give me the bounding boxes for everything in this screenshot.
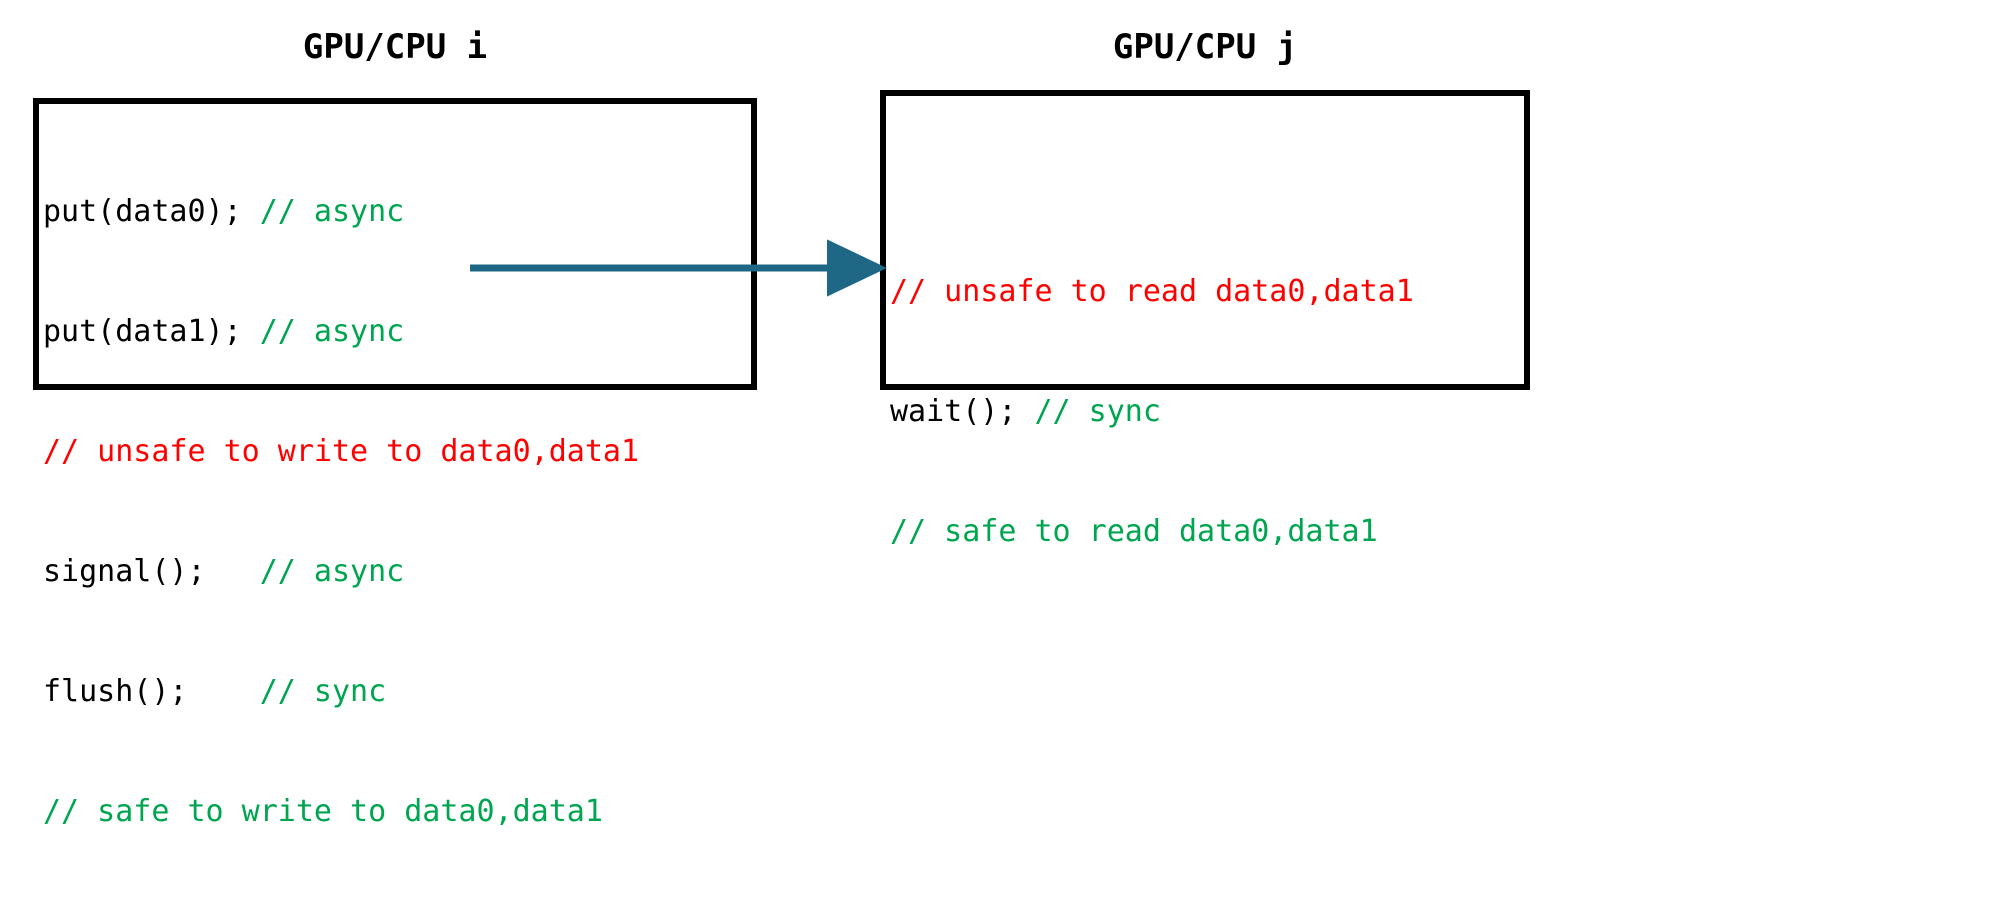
code-line: // unsafe to write to data0,data1 (43, 432, 755, 472)
code-line: wait(); // sync (890, 392, 1528, 432)
code-box-right: // unsafe to read data0,data1 wait(); //… (880, 90, 1530, 549)
comment-text: // async (241, 314, 405, 349)
code-line: put(data0); // async (43, 192, 755, 232)
code-line: // unsafe to read data0,data1 (890, 272, 1528, 312)
code-text: flush(); (43, 674, 188, 709)
code-lines-right: // unsafe to read data0,data1 wait(); //… (890, 192, 1528, 632)
code-line: signal(); // async (43, 552, 755, 592)
code-text: put(data0); (43, 194, 242, 229)
code-line: // safe to read data0,data1 (890, 512, 1528, 552)
comment-text: // async (205, 554, 405, 589)
code-text: signal(); (43, 554, 206, 589)
comment-text: // unsafe to read data0,data1 (890, 274, 1414, 309)
code-line: // safe to write to data0,data1 (43, 792, 755, 832)
code-text: put(data1); (43, 314, 242, 349)
code-line: put(data1); // async (43, 312, 755, 352)
comment-text: // unsafe to write to data0,data1 (43, 434, 640, 469)
comment-text: // safe to read data0,data1 (890, 514, 1378, 549)
code-line: flush(); // sync (43, 672, 755, 712)
comment-text: // sync (187, 674, 387, 709)
code-box-left: put(data0); // async put(data1); // asyn… (33, 98, 757, 829)
diagram-canvas: GPU/CPU i GPU/CPU j put(data0); // async… (33, 27, 1530, 829)
comment-text: // safe to write to data0,data1 (43, 794, 603, 829)
panel-title-left: GPU/CPU i (302, 27, 488, 67)
panel-title-right: GPU/CPU j (1112, 27, 1298, 67)
code-text: wait(); (890, 394, 1017, 429)
code-lines-left: put(data0); // async put(data1); // asyn… (43, 112, 755, 912)
comment-text: // sync (1016, 394, 1161, 429)
comment-text: // async (241, 194, 405, 229)
